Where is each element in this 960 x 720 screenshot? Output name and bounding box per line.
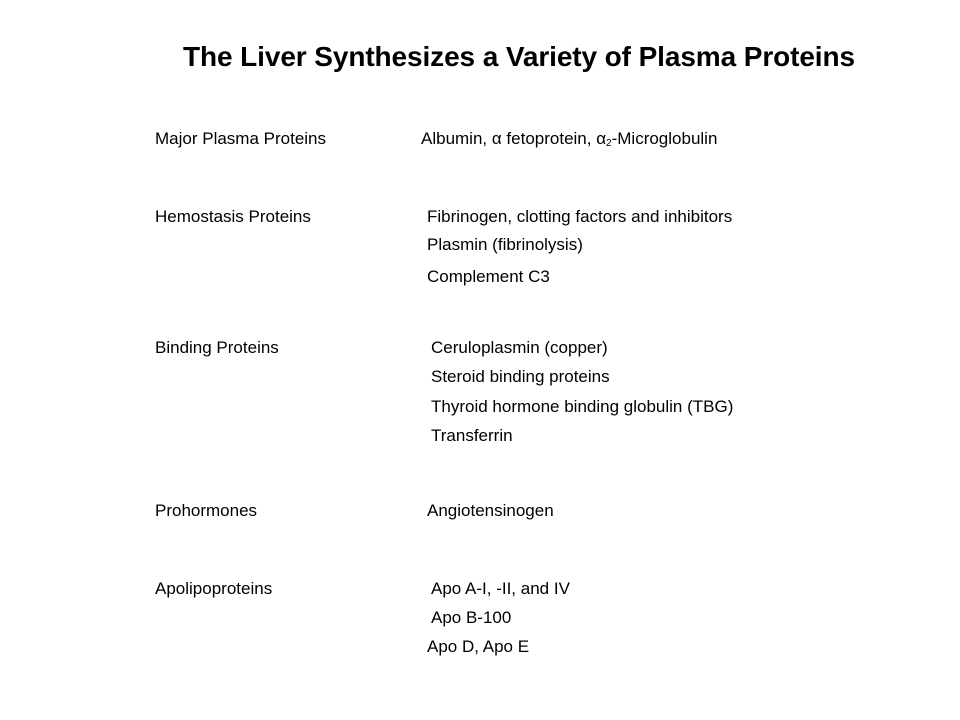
item-hemostasis-2: Plasmin (fibrinolysis) xyxy=(427,235,583,254)
item-binding-3: Thyroid hormone binding globulin (TBG) xyxy=(431,397,734,416)
category-apolipoproteins: Apolipoproteins xyxy=(155,579,273,598)
item-major-plasma-proteins: Albumin, α fetoprotein, α2-Microglobulin xyxy=(421,129,718,149)
item-hemostasis-3: Complement C3 xyxy=(427,267,550,286)
item-prohormones-1: Angiotensinogen xyxy=(427,501,554,520)
item-hemostasis-1: Fibrinogen, clotting factors and inhibit… xyxy=(427,207,733,226)
item-apolipoproteins-1: Apo A-I, -II, and IV xyxy=(431,579,570,598)
category-major-plasma-proteins: Major Plasma Proteins xyxy=(155,129,327,148)
item-apolipoproteins-3: Apo D, Apo E xyxy=(427,637,530,656)
category-hemostasis-proteins: Hemostasis Proteins xyxy=(155,207,311,226)
item-binding-2: Steroid binding proteins xyxy=(431,367,610,386)
slide-title: The Liver Synthesizes a Variety of Plasm… xyxy=(183,41,855,72)
category-prohormones: Prohormones xyxy=(155,501,258,520)
category-binding-proteins: Binding Proteins xyxy=(155,338,279,357)
item-binding-4: Transferrin xyxy=(431,426,513,445)
item-apolipoproteins-2: Apo B-100 xyxy=(431,608,512,627)
item-binding-1: Ceruloplasmin (copper) xyxy=(431,338,608,357)
